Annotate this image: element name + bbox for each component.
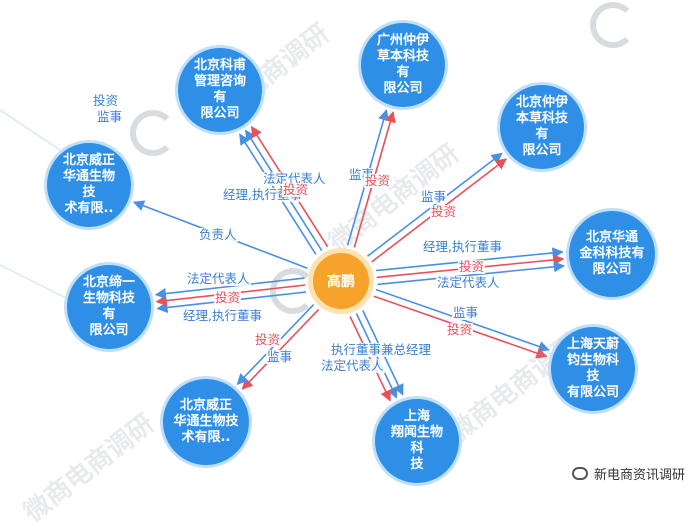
edge-label: 经理,执行董事 (422, 239, 503, 254)
company-node[interactable]: 北京威正 华通生物技 术有限.. (160, 376, 252, 468)
edge-label: 监事 (452, 305, 480, 320)
edge-label: 投资 (446, 322, 474, 337)
company-node[interactable]: 上海天蔚 钧生物科技 有限公司 (548, 324, 638, 414)
edge-label: 法定代表人 (436, 275, 501, 290)
edge-label: 投资 (430, 204, 458, 219)
edge-label: 投资 (254, 332, 282, 347)
relation-edge (377, 261, 566, 286)
edge-label: 监事 (266, 349, 294, 364)
edge-label: 负责人 (198, 227, 238, 242)
edge-label: 法定代表人 (262, 171, 327, 186)
edge-label: 监事 (420, 189, 448, 204)
edge-label: 投资 (92, 93, 120, 108)
source-caption: 新电商资讯调研 (567, 462, 689, 485)
edge-label: 法定代表人 (186, 271, 251, 286)
person-node-center[interactable]: 高鹏 (308, 248, 374, 314)
relation-edge (366, 152, 503, 257)
edge-label: 法定代表人 (320, 358, 385, 373)
edge-label: 监事 (96, 109, 124, 124)
edge-label: 执行董事兼总经理 (330, 342, 433, 357)
company-node[interactable]: 北京缔一 生物科技有 限公司 (64, 262, 154, 352)
edge-label: 投资 (282, 182, 310, 197)
company-node[interactable]: 上海 翔闻生物科 技 (372, 396, 462, 486)
edge-label: 经理,执行董事 (182, 308, 263, 323)
faint-edge (0, 109, 61, 151)
relation-edge (154, 277, 305, 300)
company-node[interactable]: 北京华通 金科科技有 限公司 (566, 208, 658, 300)
edge-label: 投资 (214, 290, 242, 305)
faint-edge (0, 264, 71, 301)
company-node[interactable]: 北京仲伊 本草科技有 限公司 (497, 82, 587, 172)
caption-text: 新电商资讯调研 (593, 468, 685, 483)
edge-label: 投资 (458, 259, 486, 274)
wechat-icon (571, 467, 588, 480)
company-node[interactable]: 北京威正 华通生物技 术有限.. (44, 140, 134, 230)
edge-label: 投资 (364, 173, 392, 188)
company-node[interactable]: 北京科甫 管理咨询有 限公司 (175, 45, 265, 135)
company-node[interactable]: 广州仲伊 草本科技有 限公司 (358, 20, 448, 110)
relation-edge (241, 308, 320, 390)
relation-edge (349, 316, 391, 402)
